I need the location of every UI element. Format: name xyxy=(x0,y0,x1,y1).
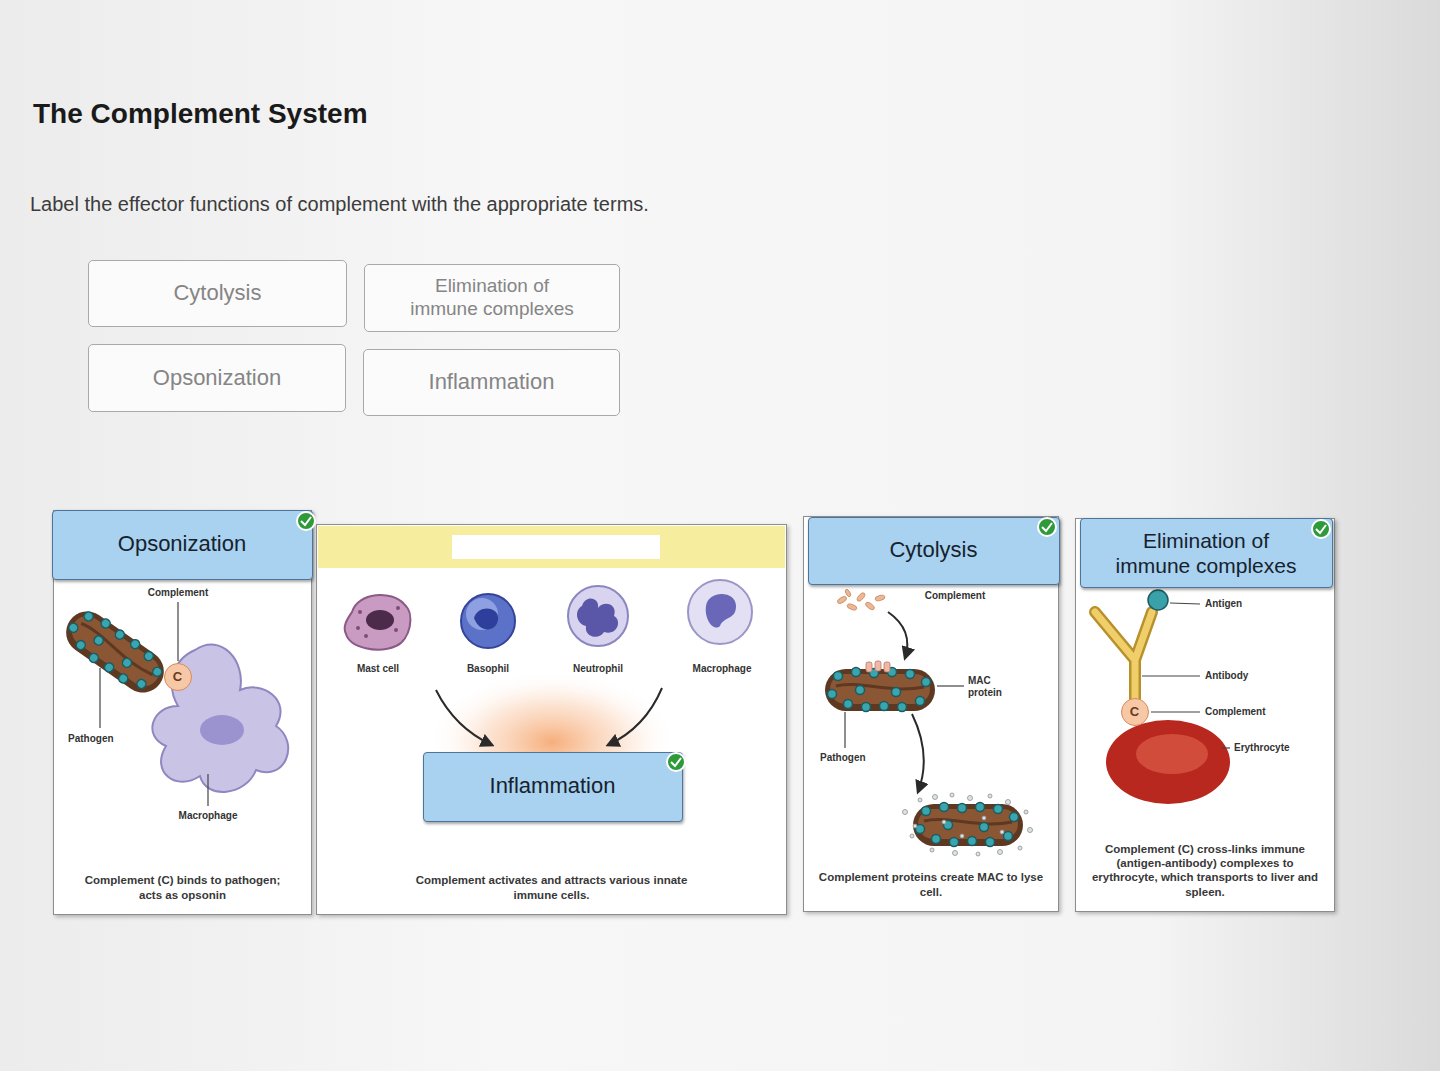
macrophage-cell xyxy=(688,580,752,644)
label-box: Inflammation xyxy=(423,752,683,822)
pathogen xyxy=(825,668,935,712)
part-label-text: Mast cell xyxy=(357,663,399,674)
function-panel: Complement activates and attracts variou… xyxy=(316,524,787,915)
complement-symbol: C xyxy=(173,669,182,684)
label-box: Cytolysis xyxy=(808,517,1060,585)
function-panel: Complement proteins create MAC to lyse c… xyxy=(803,516,1059,912)
panel-caption: Complement (C) binds to pathogen; acts a… xyxy=(75,873,290,902)
complement-proteins xyxy=(836,589,885,612)
antibody xyxy=(1095,612,1152,702)
panel-caption: Complement activates and attracts variou… xyxy=(407,873,697,902)
part-label: Complement xyxy=(1205,706,1266,718)
part-label: Basophil xyxy=(418,663,558,675)
term-text: Elimination of immune complexes xyxy=(405,275,580,321)
antigen xyxy=(1148,590,1168,610)
basophil xyxy=(461,594,515,648)
part-label-text: Macrophage xyxy=(179,810,238,821)
check-icon xyxy=(297,512,1330,771)
part-label: Neutrophil xyxy=(528,663,668,675)
part-label: Macrophage xyxy=(138,810,278,822)
caption-area: Complement (C) binds to pathogen; acts a… xyxy=(62,873,303,902)
part-label-text: Macrophage xyxy=(693,663,752,674)
lysed-pathogen xyxy=(913,803,1023,847)
part-label-text: Neutrophil xyxy=(573,663,623,674)
part-label: MAC protein xyxy=(968,675,1014,699)
part-label-text: Basophil xyxy=(467,663,509,674)
mast-cell xyxy=(345,595,411,650)
leader-line xyxy=(845,686,964,748)
complement-circle: C xyxy=(164,663,192,691)
macrophage xyxy=(152,645,288,792)
mac-protein xyxy=(866,661,890,672)
part-label-text: Pathogen xyxy=(68,733,114,744)
part-label: Erythrocyte xyxy=(1234,742,1290,754)
part-label-text: Antibody xyxy=(1205,670,1248,681)
term-text: Cytolysis xyxy=(889,537,977,563)
complement-circle: C xyxy=(1121,698,1149,726)
leader-line xyxy=(100,602,208,806)
part-label: Pathogen xyxy=(68,733,114,745)
part-label: Complement xyxy=(885,590,1025,602)
part-label-text: Pathogen xyxy=(820,752,866,763)
neutrophil xyxy=(568,586,628,646)
term-text: Cytolysis xyxy=(173,280,261,306)
part-label: Mast cell xyxy=(308,663,448,675)
complement-symbol: C xyxy=(1130,704,1139,719)
term-box: Elimination of immune complexes xyxy=(364,264,620,332)
part-label: Antibody xyxy=(1205,670,1248,682)
part-label: Macrophage xyxy=(652,663,792,675)
part-label-text: Antigen xyxy=(1205,598,1242,609)
panel-caption: Complement (C) cross-links immune (antig… xyxy=(1085,842,1325,900)
part-label: Complement xyxy=(108,587,248,599)
instruction-text: Label the effector functions of compleme… xyxy=(30,193,649,216)
part-label-text: Erythrocyte xyxy=(1234,742,1290,753)
term-box: Inflammation xyxy=(363,349,620,416)
term-box: Cytolysis xyxy=(88,260,347,327)
term-text: Inflammation xyxy=(429,369,555,395)
caption-area: Complement proteins create MAC to lyse c… xyxy=(812,870,1050,899)
cell-debris xyxy=(903,793,1033,856)
title: The Complement System xyxy=(33,98,368,130)
part-label-text: Complement xyxy=(1205,706,1266,717)
part-label-text: MAC protein xyxy=(968,675,1002,698)
term-text: Inflammation xyxy=(490,773,616,799)
part-label-text: Complement xyxy=(925,590,986,601)
term-text: Opsonization xyxy=(118,531,246,557)
instruction-text: Label the effector functions of compleme… xyxy=(30,193,649,215)
term-text: Opsonization xyxy=(153,365,281,391)
panel-caption: Complement proteins create MAC to lyse c… xyxy=(819,870,1044,899)
part-label: Antigen xyxy=(1205,598,1242,610)
function-panel: Complement (C) binds to pathogen; acts a… xyxy=(53,510,312,915)
arrow xyxy=(436,688,662,745)
label-box: Opsonization xyxy=(52,510,313,580)
part-label: Pathogen xyxy=(820,752,866,764)
erythrocyte xyxy=(1106,720,1230,804)
part-label-text: Complement xyxy=(148,587,209,598)
caption-area: Complement (C) cross-links immune (antig… xyxy=(1084,842,1326,900)
label-box: Elimination of immune complexes xyxy=(1080,518,1333,588)
term-text: Elimination of immune complexes xyxy=(1109,528,1304,578)
pathogen xyxy=(58,602,173,701)
drop-target-header xyxy=(318,526,785,568)
term-box: Opsonization xyxy=(88,344,346,412)
caption-area: Complement activates and attracts variou… xyxy=(325,873,778,902)
